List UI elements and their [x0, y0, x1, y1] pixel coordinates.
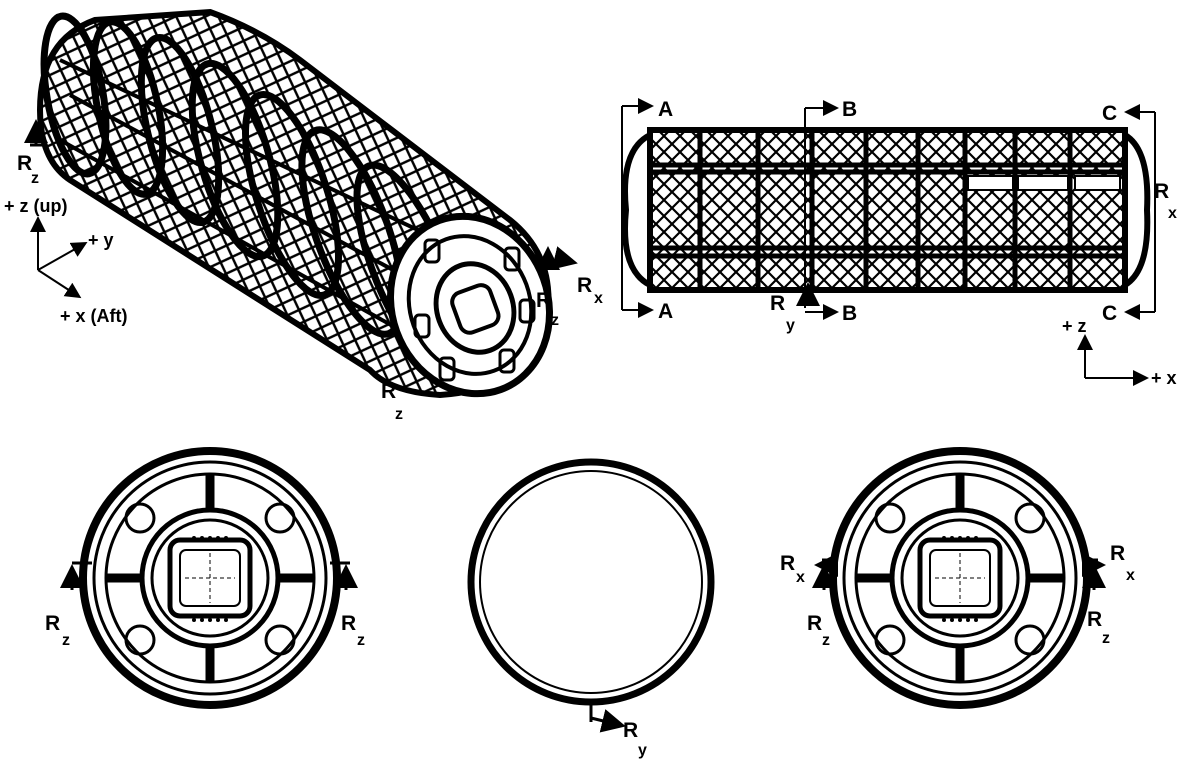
section-line-b — [804, 100, 839, 320]
iso-rz-left-sub: z — [31, 170, 39, 187]
iso-end-ring — [387, 212, 553, 398]
side-view — [621, 98, 1156, 386]
section-a-rz-left-main: R — [45, 612, 60, 635]
section-a-rz-right-main: R — [341, 612, 356, 635]
section-b-view — [467, 458, 715, 733]
side-end-cap-right — [1123, 132, 1151, 288]
iso-rz-bottom-main: R — [381, 380, 396, 403]
section-b-ry-main: R — [623, 719, 638, 742]
side-openings — [967, 175, 1121, 191]
section-c-rz-right-main: R — [1087, 608, 1102, 631]
section-c-rz-left-main: R — [807, 612, 822, 635]
section-c-rx-left-main: R — [780, 552, 795, 575]
side-section-c-bottom: C — [1102, 302, 1117, 325]
iso-rz-right-sub: z — [551, 312, 559, 329]
side-ry-sub: y — [786, 317, 795, 334]
section-line-c — [1124, 104, 1156, 320]
side-end-cap-left — [622, 132, 652, 288]
isometric-view — [24, 8, 578, 399]
section-a-rz-left-sub: z — [62, 632, 70, 649]
iso-coordinate-axes — [30, 216, 88, 299]
iso-axis-x-label: + x (Aft) — [60, 306, 128, 326]
iso-reaction-arrow-right — [536, 246, 578, 270]
side-axis-z-label: + z — [1062, 316, 1087, 336]
section-c-view — [812, 447, 1106, 709]
iso-rx-right-main: R — [577, 274, 592, 297]
side-axis-x-label: + x — [1151, 368, 1177, 388]
side-lattice-fill — [650, 130, 1125, 290]
section-c-rx-right-sub: x — [1126, 567, 1135, 584]
iso-rz-left-main: R — [17, 152, 32, 175]
side-rx-end-sub: x — [1168, 205, 1177, 222]
section-c-rx-left-sub: x — [796, 569, 805, 586]
section-a-rz-right-sub: z — [357, 632, 365, 649]
side-coordinate-axes — [1077, 334, 1149, 386]
iso-rz-bottom-sub: z — [395, 406, 403, 423]
side-section-b-bottom: B — [842, 302, 857, 325]
side-section-c-top: C — [1102, 102, 1117, 125]
iso-rz-right-main: R — [536, 289, 551, 312]
side-vertical-frames — [697, 130, 1073, 290]
section-line-a — [621, 98, 654, 318]
iso-reaction-arrow-left — [24, 119, 48, 147]
side-rx-end-main: R — [1154, 180, 1169, 203]
section-b-ry-sub: y — [638, 742, 647, 759]
section-c-rz-left-sub: z — [822, 632, 830, 649]
iso-axis-z-label: + z (up) — [4, 196, 68, 216]
side-section-b-top: B — [842, 98, 857, 121]
iso-longerons — [59, 58, 461, 332]
side-ry-main: R — [770, 292, 785, 315]
iso-axis-y-label: + y — [88, 230, 114, 250]
side-body-outline — [647, 127, 1128, 293]
iso-rx-right-sub: x — [594, 290, 603, 307]
section-c-rx-right-main: R — [1110, 542, 1125, 565]
section-c-rz-right-sub: z — [1102, 630, 1110, 647]
side-longitudinal-beams — [650, 162, 1125, 259]
section-a-view — [60, 447, 358, 709]
side-section-a-top: A — [658, 98, 673, 121]
side-section-a-bottom: A — [658, 300, 673, 323]
